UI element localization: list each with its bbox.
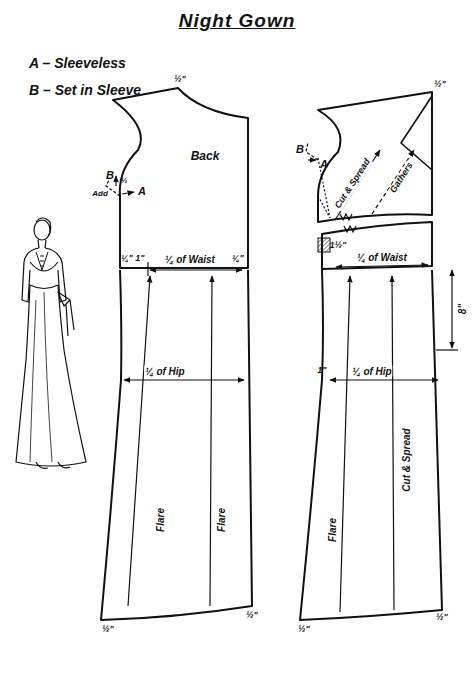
pattern-label: Cut & Spread [401,427,412,492]
pattern-label: ¼" [231,254,245,264]
pattern-label: 8" [457,303,468,315]
pattern-label: 1" [134,254,145,264]
legend-note: B – Set in Sleeve [28,83,142,98]
pattern-label: ½" [435,613,449,623]
pattern-label: Add [91,190,109,199]
pattern-label: ½" [297,625,311,635]
pattern-label: Gathers [388,160,416,196]
pattern-label: ¼ of Waist [356,252,408,263]
pattern-label: ¼ of Hip [144,366,185,377]
pattern-label: ¼ of Waist [164,254,216,265]
pattern-label: Flare [216,507,227,533]
pattern-label: Flare [327,517,338,543]
pattern-label: B [295,143,305,155]
pattern-label: Back [190,150,221,163]
pattern-label: B [105,169,115,181]
pattern-label: ¼ of Hip [351,366,392,377]
pattern-label: ½ [120,177,129,186]
pattern-label: Flare [155,507,166,533]
legend-note: A – Sleeveless [28,56,127,71]
pattern-label: A [137,185,147,197]
pattern-label: A [319,158,329,170]
pattern-label: ½" [245,611,259,621]
pattern-label: Cut & Spread [333,157,373,212]
pattern-label: ½" [433,80,447,90]
pattern-label: ¼" [120,254,134,264]
pattern-label: ½" [101,625,115,635]
pattern-label: 1½" [329,241,348,251]
page-title: Night Gown [179,10,296,32]
pattern-label: 1" [316,366,327,376]
pattern-label: ½" [173,75,187,85]
